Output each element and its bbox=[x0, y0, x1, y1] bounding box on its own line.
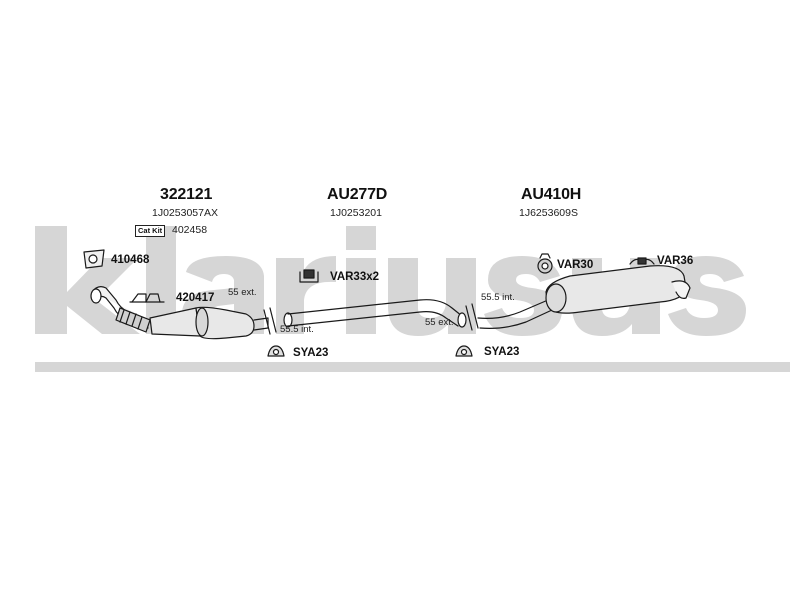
gasket-label: 410468 bbox=[111, 254, 150, 266]
hanger-icon bbox=[629, 257, 655, 265]
cat-kit-number: 402458 bbox=[172, 224, 208, 236]
clamp-icon-front bbox=[267, 345, 285, 357]
bracket-label: 420417 bbox=[176, 292, 215, 304]
front-ext-dimension: 55 ext. bbox=[228, 287, 257, 298]
rear-joint bbox=[457, 303, 479, 331]
centre-pipe-oem-number: 1J0253201 bbox=[330, 207, 382, 219]
downpipe bbox=[90, 286, 151, 333]
front-int-dimension: 55.5 int. bbox=[280, 324, 314, 335]
clamp-icon-rear bbox=[455, 345, 473, 357]
rear-silencer bbox=[477, 265, 691, 329]
rubber-mount-icon bbox=[299, 269, 319, 283]
rear-silencer-part-number: AU410H bbox=[521, 186, 582, 203]
centre-pipe bbox=[287, 299, 463, 327]
rubber-mount-rear-left-label: VAR30 bbox=[557, 259, 594, 271]
rubber-mount-ring-icon bbox=[537, 253, 553, 274]
front-joint bbox=[263, 307, 293, 335]
rear-silencer-oem-number: 1J6253609S bbox=[519, 207, 578, 219]
catalyst-part-number: 322121 bbox=[160, 186, 213, 203]
centre-pipe-part-number: AU277D bbox=[327, 186, 388, 203]
bracket-icon bbox=[129, 293, 165, 303]
rubber-mount-front-label: VAR33x2 bbox=[330, 271, 380, 283]
rear-ext-dimension: 55 ext. bbox=[425, 317, 454, 328]
cat-kit-badge: Cat Kit bbox=[135, 225, 166, 237]
rear-int-dimension: 55.5 int. bbox=[481, 292, 515, 303]
rubber-mount-rear-right-label: VAR36 bbox=[657, 255, 694, 267]
clamp-front-label: SYA23 bbox=[293, 347, 329, 359]
clamp-rear-label: SYA23 bbox=[484, 346, 520, 358]
catalytic-converter bbox=[149, 306, 269, 340]
gasket-icon bbox=[83, 249, 105, 269]
catalyst-oem-number: 1J0253057AX bbox=[152, 207, 218, 219]
